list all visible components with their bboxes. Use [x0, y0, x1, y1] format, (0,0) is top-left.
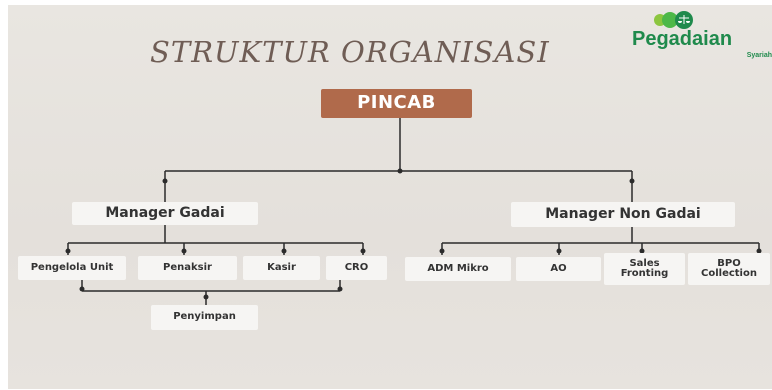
logo-brand-text: Pegadaian [632, 28, 733, 50]
node-manager-non-gadai: Manager Non Gadai [511, 202, 735, 227]
node-manager-gadai: Manager Gadai [72, 202, 258, 225]
node-penyimpan: Penyimpan [151, 305, 258, 330]
diagram-title: STRUKTUR ORGANISASI [150, 35, 550, 69]
node-cro: CRO [326, 256, 387, 280]
org-chart-canvas: STRUKTUR ORGANISASI Pegadaian Syariah [8, 5, 772, 389]
node-kasir: Kasir [243, 256, 320, 280]
node-adm-mikro: ADM Mikro [405, 257, 511, 281]
connector-lines [65, 117, 762, 306]
node-ao: AO [516, 257, 601, 281]
node-pincab: PINCAB [321, 89, 472, 118]
node-sales-fronting: Sales Fronting [604, 253, 685, 285]
node-penaksir: Penaksir [138, 256, 237, 280]
node-pengelola-unit: Pengelola Unit [18, 256, 126, 280]
node-bpo-collection: BPO Collection [688, 253, 770, 285]
pegadaian-syariah-logo: Pegadaian Syariah [628, 11, 772, 71]
logo-sub-text: Syariah [746, 52, 772, 59]
pegadaian-scales-logo-icon [654, 11, 693, 29]
